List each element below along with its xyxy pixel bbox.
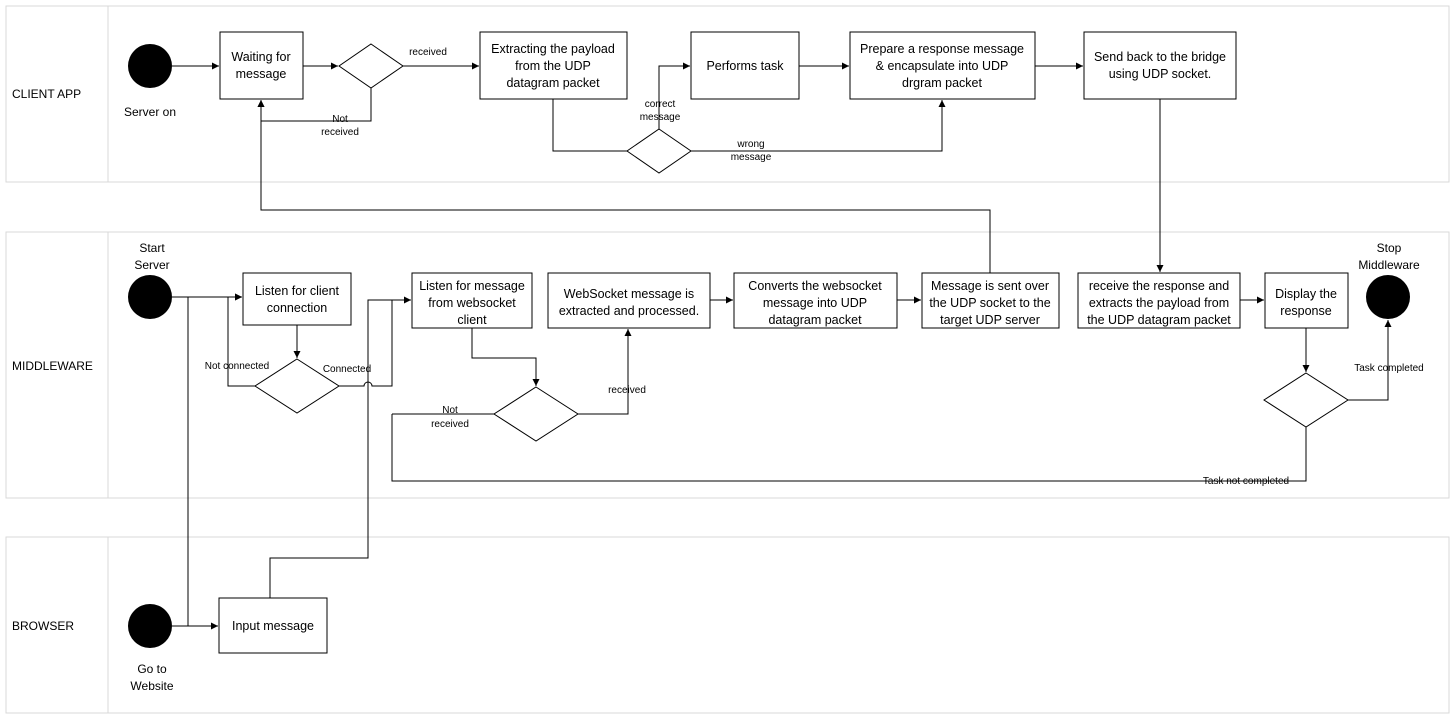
input-message-box: Input message bbox=[218, 597, 328, 654]
svg-text:Listen for message: Listen for message bbox=[419, 279, 525, 293]
svg-text:Performs task: Performs task bbox=[706, 59, 784, 73]
label-mw-not-received-2: received bbox=[431, 419, 469, 430]
middleware-stop-node bbox=[1366, 275, 1410, 319]
edge-wrong-to-prepare bbox=[691, 100, 946, 152]
performs-task-box: Performs task bbox=[690, 31, 800, 100]
middleware-stop-label-2: Middleware bbox=[1358, 258, 1420, 272]
websocket-extracted-box: WebSocket message is extracted and proce… bbox=[547, 272, 711, 329]
label-mw-received: received bbox=[608, 385, 646, 396]
client-start-node bbox=[128, 44, 172, 88]
svg-text:Waiting for: Waiting for bbox=[231, 50, 290, 64]
svg-text:using UDP socket.: using UDP socket. bbox=[1109, 67, 1212, 81]
middleware-start-label-1: Start bbox=[139, 241, 165, 255]
svg-text:message: message bbox=[236, 67, 287, 81]
label-client-received: received bbox=[409, 47, 447, 58]
edge-task-not-completed bbox=[391, 414, 1307, 482]
listen-message-box: Listen for message from websocket client bbox=[411, 272, 533, 329]
edge-extracting-to-check bbox=[552, 99, 627, 152]
svg-text:from the UDP: from the UDP bbox=[515, 59, 591, 73]
label-task-completed: Task completed bbox=[1354, 363, 1423, 374]
middleware-stop-label-1: Stop bbox=[1377, 241, 1402, 255]
listen-client-box: Listen for client connection bbox=[242, 272, 352, 326]
prepare-response-box: Prepare a response message & encapsulate… bbox=[849, 31, 1036, 100]
receive-response-box: receive the response and extracts the pa… bbox=[1077, 272, 1241, 329]
svg-text:Display the: Display the bbox=[1275, 287, 1337, 301]
browser-start-node bbox=[128, 604, 172, 648]
svg-text:Send back to the bridge: Send back to the bridge bbox=[1094, 50, 1226, 64]
lane-label-middleware: MIDDLEWARE bbox=[12, 359, 93, 373]
message-received-decision bbox=[493, 386, 579, 442]
display-response-box: Display the response bbox=[1264, 272, 1349, 329]
svg-text:the UDP socket to the: the UDP socket to the bbox=[929, 296, 1050, 310]
svg-text:response: response bbox=[1280, 304, 1331, 318]
connection-decision bbox=[254, 358, 340, 414]
browser-start-label-2: Website bbox=[130, 679, 173, 693]
sent-over-box: Message is sent over the UDP socket to t… bbox=[921, 272, 1060, 329]
middleware-start-label-2: Server bbox=[134, 258, 169, 272]
waiting-for-message-box: Waiting for message bbox=[219, 31, 304, 100]
label-not-connected: Not connected bbox=[205, 361, 270, 372]
svg-text:connection: connection bbox=[267, 301, 328, 315]
svg-text:client: client bbox=[457, 313, 487, 327]
send-back-box: Send back to the bridge using UDP socket… bbox=[1083, 31, 1237, 100]
label-mw-not-received-1: Not bbox=[442, 405, 458, 416]
edge-input-to-listen-message bbox=[269, 299, 392, 598]
svg-text:message into UDP: message into UDP bbox=[763, 296, 867, 310]
svg-text:the UDP datagram packet: the UDP datagram packet bbox=[1087, 313, 1231, 327]
edge-not-connected-loop bbox=[227, 293, 255, 387]
lane-label-browser: BROWSER bbox=[12, 619, 74, 633]
label-correct-2: message bbox=[640, 112, 681, 123]
svg-text:Message is sent over: Message is sent over bbox=[931, 279, 1049, 293]
svg-text:datagram packet: datagram packet bbox=[506, 76, 600, 90]
svg-text:Converts the websocket: Converts the websocket bbox=[748, 279, 882, 293]
svg-text:Prepare a response message: Prepare a response message bbox=[860, 42, 1024, 56]
extracting-payload-box: Extracting the payload from the UDP data… bbox=[479, 31, 628, 100]
converts-box: Converts the websocket message into UDP … bbox=[733, 272, 898, 329]
svg-text:datagram packet: datagram packet bbox=[768, 313, 862, 327]
svg-text:receive the response and: receive the response and bbox=[1089, 279, 1229, 293]
svg-text:Listen for client: Listen for client bbox=[255, 284, 340, 298]
browser-start-label-1: Go to bbox=[137, 662, 167, 676]
message-check-decision bbox=[626, 128, 692, 174]
svg-text:Input message: Input message bbox=[232, 619, 314, 633]
svg-text:Extracting the payload: Extracting the payload bbox=[491, 42, 615, 56]
svg-text:WebSocket message is: WebSocket message is bbox=[564, 287, 694, 301]
label-client-not-received-1: Not bbox=[332, 114, 348, 125]
edge-task-completed bbox=[1348, 320, 1392, 401]
label-wrong-1: wrong bbox=[736, 139, 764, 150]
svg-text:from websocket: from websocket bbox=[428, 296, 516, 310]
edge-correct-to-performs bbox=[658, 62, 690, 129]
client-start-label: Server on bbox=[124, 105, 176, 119]
edge-listen-message-to-decision bbox=[471, 328, 540, 386]
lane-label-client-app: CLIENT APP bbox=[12, 87, 81, 101]
svg-text:target UDP server: target UDP server bbox=[940, 313, 1040, 327]
svg-text:extracted and processed.: extracted and processed. bbox=[559, 304, 699, 318]
label-connected: Connected bbox=[323, 364, 371, 375]
label-wrong-2: message bbox=[731, 152, 772, 163]
label-client-not-received-2: received bbox=[321, 127, 359, 138]
svg-text:drgram packet: drgram packet bbox=[902, 76, 982, 90]
label-correct-1: correct bbox=[645, 99, 676, 110]
edge-sent-to-waiting bbox=[257, 100, 991, 273]
edge-mw-received bbox=[578, 329, 632, 415]
middleware-start-node bbox=[128, 275, 172, 319]
label-task-not-completed: Task not completed bbox=[1203, 476, 1289, 487]
svg-text:& encapsulate into UDP: & encapsulate into UDP bbox=[876, 59, 1009, 73]
svg-text:extracts the payload from: extracts the payload from bbox=[1089, 296, 1229, 310]
edge-connected bbox=[339, 300, 393, 387]
